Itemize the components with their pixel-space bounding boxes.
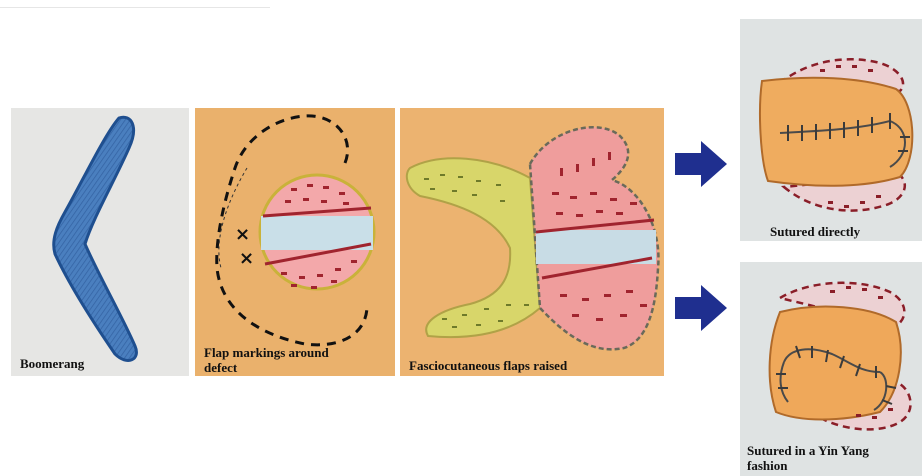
- right-arrow-icon: [673, 283, 729, 333]
- caption-flap-markings-line1: Flap markings around: [204, 345, 329, 360]
- flap-markings-drawing: × ×: [195, 108, 395, 376]
- caption-flap-markings: Flap markings around defect: [204, 345, 329, 375]
- panel-sutured-yin-yang: Sutured in a Yin Yang fashion: [740, 262, 922, 476]
- caption-yin-yang-line2: fashion: [747, 458, 869, 473]
- right-arrow-icon: [673, 139, 729, 189]
- caption-boomerang: Boomerang: [20, 356, 84, 371]
- x-mark-lower: ×: [239, 248, 254, 269]
- caption-flap-markings-line2: defect: [204, 360, 329, 375]
- caption-yin-yang-line1: Sutured in a Yin Yang: [747, 443, 869, 458]
- top-divider: [0, 7, 270, 8]
- boomerang-drawing: [11, 108, 189, 376]
- arrow-lower: [673, 283, 729, 333]
- defect-bone-band: [261, 216, 373, 250]
- caption-sutured-directly: Sutured directly: [770, 224, 860, 239]
- flaps-raised-drawing: [400, 108, 664, 376]
- yellow-flap: [407, 158, 540, 337]
- caption-sutured-yin-yang: Sutured in a Yin Yang fashion: [747, 443, 869, 473]
- boomerang-shape: [54, 117, 137, 360]
- panel-boomerang: Boomerang: [11, 108, 189, 376]
- panel-flap-markings: × × Flap markings around defect: [195, 108, 395, 376]
- arrow-upper: [673, 139, 729, 189]
- panel-flaps-raised: Fasciocutaneous flaps raised: [400, 108, 664, 376]
- closed-flap-body: [760, 78, 912, 186]
- sutured-directly-drawing: [740, 19, 922, 241]
- x-mark-upper: ×: [235, 224, 250, 245]
- panel-sutured-directly: Sutured directly: [740, 19, 922, 241]
- flap-bone-band: [536, 230, 656, 264]
- caption-flaps-raised: Fasciocutaneous flaps raised: [409, 358, 567, 373]
